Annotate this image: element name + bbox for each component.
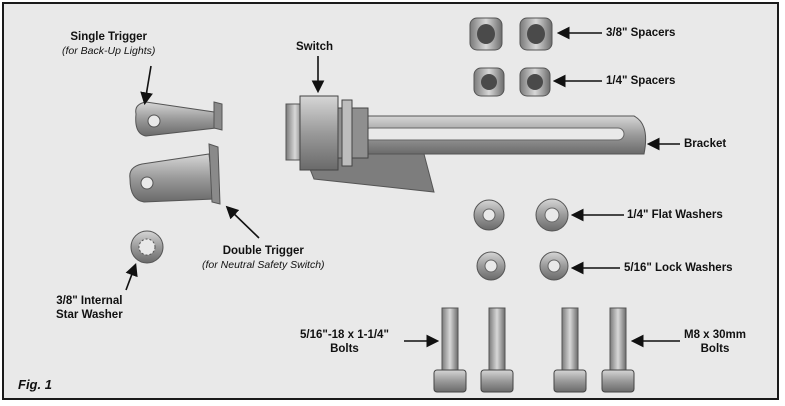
spacers-14-part: [473, 67, 551, 97]
spacers-38-label: 3/8" Spacers: [606, 27, 676, 39]
double-trigger-label: Double Trigger (for Neutral Safety Switc…: [202, 245, 325, 271]
parts-photo: [125, 17, 680, 393]
single-trigger-label: Single Trigger (for Back-Up Lights): [62, 31, 156, 57]
switch-bracket-part: [285, 95, 647, 193]
arrow-star-washer: [125, 263, 138, 291]
bolts-516-label: 5/16"-18 x 1-1/4" Bolts: [300, 329, 389, 355]
star-washer-label: 3/8" Internal Star Washer: [56, 295, 123, 321]
switch-label: Switch: [296, 41, 334, 53]
arrow-double-trigger: [225, 205, 260, 239]
flat-washers-label: 1/4" Flat Washers: [627, 209, 723, 221]
figure-caption: Fig. 1: [18, 377, 52, 392]
bracket-label: Bracket: [684, 138, 727, 150]
double-trigger-part: [129, 143, 221, 205]
lock-washers-label: 5/16" Lock Washers: [624, 262, 733, 274]
bolts-m8-label: M8 x 30mm Bolts: [684, 329, 747, 355]
leader-arrows: [125, 26, 680, 348]
spacers-14-label: 1/4" Spacers: [606, 75, 676, 87]
flat-washers-part: [473, 198, 569, 232]
spacers-38-part: [469, 17, 553, 51]
bolts-m8-part: [553, 307, 635, 393]
arrow-single-trigger: [140, 65, 153, 106]
single-trigger-part: [135, 101, 223, 137]
figure-frame: Single Trigger (for Back-Up Lights) Swit…: [2, 2, 779, 400]
lock-washers-part: [476, 251, 569, 281]
bolts-516-part: [433, 307, 514, 393]
star-washer-part: [130, 230, 164, 264]
